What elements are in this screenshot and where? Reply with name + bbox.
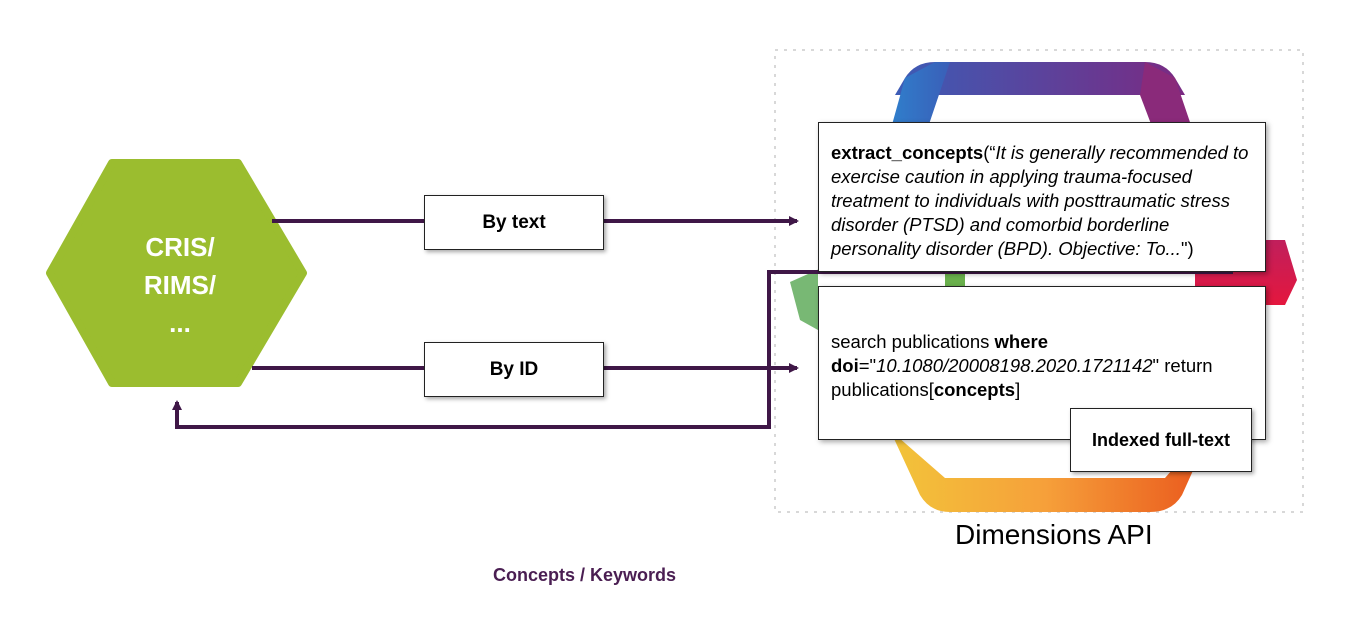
by-text-label: By text [424, 195, 604, 250]
return-arrow [172, 270, 1233, 429]
indexed-fulltext-text: Indexed full-text [1091, 429, 1230, 450]
by-text-label-text: By text [482, 211, 546, 233]
extract-close: ") [1180, 238, 1194, 259]
query-where: where [994, 331, 1048, 352]
query-part-3: ] [1015, 379, 1021, 400]
query-concepts: concepts [933, 379, 1016, 400]
source-hexagon [46, 159, 307, 387]
source-label: CRIS/ RIMS/ ... [60, 228, 300, 342]
extract-func-name: extract_concepts [831, 142, 984, 163]
by-id-label: By ID [424, 342, 604, 397]
by-id-label-text: By ID [489, 358, 539, 380]
source-label-line-1: CRIS/ [145, 232, 215, 262]
source-label-line-2: RIMS/ [143, 270, 217, 300]
extract-open: (“ [983, 142, 996, 163]
api-caption: Dimensions API [955, 519, 1153, 550]
extract-concepts-box: extract_concepts(“It is generally recomm… [818, 122, 1266, 272]
query-doi-value: 10.1080/20008198.2020.1721142 [876, 355, 1153, 376]
query-eq: =" [858, 355, 877, 376]
indexed-fulltext-badge: Indexed full-text [1070, 408, 1252, 472]
query-part-2: " return publications[ [831, 355, 1213, 400]
query-doi-key: doi [831, 355, 859, 376]
footer-label: Concepts / Keywords [493, 565, 677, 585]
extract-text: It is generally recommended to exercise … [831, 142, 1249, 259]
source-label-line-3: ... [169, 308, 191, 338]
query-part-1: search publications [831, 331, 995, 352]
